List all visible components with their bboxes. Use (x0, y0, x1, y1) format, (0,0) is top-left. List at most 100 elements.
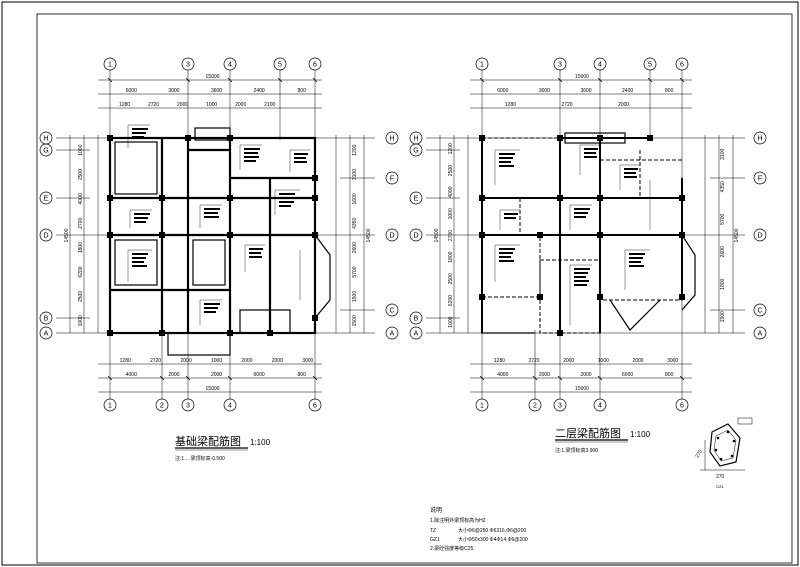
left-top-dim: 2400 (254, 88, 265, 94)
right-left-axis-bubble (409, 191, 423, 205)
notes-gz1-text: 大小Φ50x300 Φ4Φ14,Φ6@200 (458, 536, 528, 543)
right-left-dim: 1000 (448, 316, 454, 327)
right-top-subdim: 2000 (618, 102, 629, 108)
right-left-dim: 2500 (448, 273, 454, 284)
left-top-dim: 3600 (211, 88, 222, 94)
right-right-axis-bubble (753, 303, 767, 317)
left-right-dim: 1200 (352, 144, 358, 155)
left-plan-note: 注:1.…梁顶标高-0.500 (175, 455, 225, 462)
left-top-axis-bubble (181, 57, 195, 71)
left-left-axis-label: G (43, 148, 48, 155)
right-right-axis-bubble (753, 171, 767, 185)
right-left-dim: 2500 (448, 165, 454, 176)
left-top-axis-label: 4 (228, 62, 232, 69)
left-plan-title: 基础梁配筋图 (175, 434, 241, 448)
right-top-dim: 6000 (497, 88, 508, 94)
left-left-axis-label: B (44, 316, 49, 323)
left-right-dim: 1500 (352, 291, 358, 302)
left-bottom-subdim: 2000 (272, 358, 283, 364)
right-right-dim: 3100 (720, 148, 726, 159)
right-right-dim: 2600 (720, 246, 726, 257)
left-bottom-dim: 2000 (211, 372, 222, 378)
left-right-axis-label: A (390, 331, 395, 338)
left-left-axis-bubble (39, 326, 53, 340)
right-plan (426, 70, 745, 400)
left-bottom-axis-bubble (223, 398, 237, 412)
right-top-total: 15000 (575, 74, 589, 80)
right-top-axis-label: 1 (480, 62, 484, 69)
notes-gz1-label: GZ1 (430, 537, 440, 543)
left-bottom-axis-label: 6 (313, 403, 317, 410)
left-top-subdim: 2000 (235, 102, 246, 108)
right-bottom-subdim: 2000 (563, 358, 574, 364)
column-detail: 270 270 GZ1 (695, 417, 753, 489)
right-right-dim: 5700 (720, 213, 726, 224)
right-right-axis-label: H (757, 136, 762, 143)
left-left-total: 14500 (64, 228, 70, 242)
notes-heading: 说明 (430, 506, 442, 514)
left-bottom-total: 15000 (206, 386, 220, 392)
right-bottom-axis-label: 3 (558, 403, 562, 410)
right-top-axis-label: 4 (598, 62, 602, 69)
right-right-axis-label: C (757, 308, 762, 315)
right-left-axis-bubble (409, 311, 423, 325)
left-right-axis-label: H (389, 136, 394, 143)
left-bottom-dim: 800 (298, 372, 307, 378)
right-bottom-dim: 6000 (622, 372, 633, 378)
right-plan-note: 注:1.梁顶标高3.900 (555, 447, 598, 454)
right-bottom-dim: 2000 (580, 372, 591, 378)
right-bottom-subdim: 3000 (667, 358, 678, 364)
left-plan-scale: 1:100 (250, 438, 271, 447)
right-plan-title: 二层梁配筋图 (555, 426, 621, 440)
left-left-axis-bubble (39, 311, 53, 325)
left-bottom-axis-label: 4 (228, 403, 232, 410)
right-right-dim: 1500 (720, 311, 726, 322)
right-bottom-axis-label: 1 (480, 403, 484, 410)
left-bottom-dim: 6000 (254, 372, 265, 378)
left-left-axis-bubble (39, 143, 53, 157)
right-left-axis-bubble (409, 228, 423, 242)
right-left-axis-bubble (409, 143, 423, 157)
right-top-axis-label: 6 (680, 62, 684, 69)
right-right-axis-label: A (758, 331, 763, 338)
left-top-axis-bubble (308, 57, 322, 71)
left-bottom-subdim: 2720 (150, 358, 161, 364)
right-top-axis-bubble (643, 57, 657, 71)
right-left-total: 14500 (434, 228, 440, 242)
right-bottom-axis-bubble (593, 398, 607, 412)
right-top-subdim: 2720 (561, 102, 572, 108)
inner-frame (36, 13, 793, 564)
right-right-dim: 4350 (720, 181, 726, 192)
left-top-axis-label: 5 (278, 62, 282, 69)
right-left-axis-label: D (413, 233, 418, 240)
left-right-dim: 3100 (352, 169, 358, 180)
left-right-dim: 2600 (352, 242, 358, 253)
right-bottom-axis-bubble (553, 398, 567, 412)
left-right-axis-bubble (385, 303, 399, 317)
right-right-axis-bubble (753, 326, 767, 340)
left-left-dim: 2700 (78, 218, 84, 229)
left-right-axis-label: C (389, 308, 394, 315)
right-left-dim: 1800 (448, 251, 454, 262)
right-right-axis-label: D (757, 233, 762, 240)
right-top-axis-bubble (475, 57, 489, 71)
right-left-dim: 1000 (448, 208, 454, 219)
right-bottom-subdim: 2000 (632, 358, 643, 364)
right-top-dim: 3600 (580, 88, 591, 94)
left-bottom-axis-label: 1 (108, 403, 112, 410)
left-top-axis-bubble (223, 57, 237, 71)
right-bottom-dim: 4000 (497, 372, 508, 378)
right-top-dim: 2400 (622, 88, 633, 94)
right-bottom-axis-label: 4 (598, 403, 602, 410)
right-title-block: 二层梁配筋图 1:100 注:1.梁顶标高3.900 (555, 426, 651, 454)
left-top-subdim: 2100 (264, 102, 275, 108)
right-bottom-subdim: 1280 (494, 358, 505, 364)
left-top-dim: 6000 (126, 88, 137, 94)
notes-line-1: 1.除注明外梁顶标高为H2 (430, 517, 486, 524)
right-right-axis-bubble (753, 228, 767, 242)
left-left-dim: 1000 (78, 144, 84, 155)
left-right-axis-bubble (385, 326, 399, 340)
left-top-axis-label: 1 (108, 62, 112, 69)
left-right-dim: 1500 (352, 315, 358, 326)
